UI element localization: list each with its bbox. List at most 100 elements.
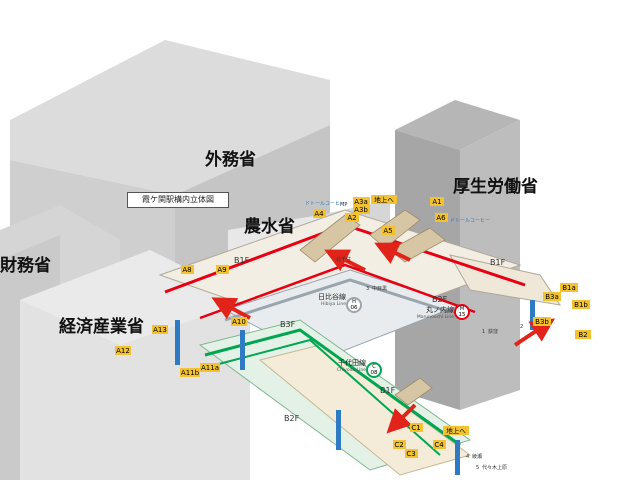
exit-c3[interactable]: C3 (405, 449, 418, 458)
svg-text:B1b: B1b (574, 301, 588, 309)
arrow-c-exit (386, 403, 417, 434)
hibiya-name: 日比谷線 (318, 292, 346, 301)
svg-text:15: 15 (459, 312, 466, 318)
exit-b3a[interactable]: B3a (543, 292, 561, 301)
building-kosei-top (395, 100, 520, 150)
exit-a12[interactable]: A12 (115, 346, 131, 355)
svg-text:A11b: A11b (181, 369, 200, 377)
line-names: 日比谷線 Hibiya Line 千代田線 Chiyoda Line 丸ノ内線 … (318, 292, 454, 373)
floor-b3f: B3F (280, 320, 296, 329)
mp-label: MP (340, 202, 347, 208)
svg-text:A11a: A11a (201, 364, 219, 372)
svg-text:B3b: B3b (535, 318, 549, 326)
exit-a3a[interactable]: A3a (353, 197, 370, 206)
exit-a6[interactable]: A6 (435, 213, 448, 222)
exit-a4[interactable]: A4 (313, 209, 326, 218)
exit-a13[interactable]: A13 (152, 325, 168, 334)
ministry-gaimusho: 外務省 (205, 149, 256, 170)
marunouchi-roman: Marunouchi Line (417, 314, 454, 320)
exit-a3b[interactable]: A3b (353, 205, 370, 214)
chiyoda-roman: Chiyoda Line (337, 367, 366, 373)
arrow-nosui (324, 249, 366, 272)
chiyoda-symbol: C 08 (366, 362, 382, 378)
exit-c2[interactable]: C2 (393, 440, 406, 449)
exit-a2[interactable]: A2 (345, 213, 359, 222)
elevator-shaft-1 (175, 320, 180, 365)
floor-b1f-bottom: B1F (380, 386, 396, 395)
exit-a11a[interactable]: A11a (200, 363, 220, 372)
marunouchi-name: 丸ノ内線 (426, 305, 454, 314)
svg-text:A1: A1 (432, 198, 441, 206)
ministry-nosui: 農水省 (244, 216, 295, 237)
svg-text:C: C (372, 364, 376, 370)
svg-text:B3a: B3a (545, 293, 559, 301)
street-up-badges: 地上へ 地上へ (371, 195, 469, 435)
hibiya-line (224, 278, 451, 322)
misc-labels: ドトールコーヒー ドトールコーヒー MP 荻窪 綾瀬 代々木上原 中目黒 北千住… (305, 201, 523, 471)
street-up-top[interactable]: 地上へ (371, 195, 397, 204)
platform-num-3: 3 (366, 286, 369, 292)
exit-a9[interactable]: A9 (216, 265, 229, 274)
svg-text:H: H (352, 299, 356, 305)
exit-a5[interactable]: A5 (382, 226, 395, 235)
svg-text:A12: A12 (116, 347, 130, 355)
svg-text:A4: A4 (314, 210, 324, 218)
platform-yoyogi: 代々木上原 (482, 464, 507, 471)
marunouchi-symbol: M 15 (454, 304, 470, 320)
elevator-shaft-4 (455, 440, 460, 475)
floor-b2f-bottom: B2F (284, 414, 300, 423)
svg-text:A5: A5 (383, 227, 392, 235)
svg-text:C2: C2 (394, 441, 403, 449)
elevator-shaft-2 (240, 330, 245, 370)
svg-text:A9: A9 (217, 266, 226, 274)
exit-b2[interactable]: B2 (575, 330, 591, 339)
elevator-shaft-5 (530, 300, 535, 330)
platform-nakameguro: 中目黒 (372, 285, 387, 292)
floor-b2f-right: B2F (432, 295, 448, 304)
platform-num-1: 1 (482, 329, 485, 335)
b1f-right-deck (449, 254, 562, 306)
svg-text:A8: A8 (182, 266, 191, 274)
street-up-bottom[interactable]: 地上へ (443, 426, 469, 435)
exit-b1a[interactable]: B1a (560, 283, 578, 292)
platform-ogikubo: 荻窪 (488, 328, 498, 335)
hibiya-symbol: H 06 (346, 297, 362, 313)
platform-num-5: 5 (476, 465, 479, 471)
svg-text:A13: A13 (153, 326, 167, 334)
svg-text:地上へ: 地上へ (446, 426, 466, 435)
doutor-label-1: ドトールコーヒー (305, 201, 345, 207)
arrow-b3 (513, 318, 555, 347)
svg-text:C4: C4 (434, 441, 444, 449)
svg-text:A2: A2 (347, 214, 356, 222)
platform-num-4: 4 (466, 454, 469, 460)
map-title: 霞ケ関駅構内立体図 (127, 192, 229, 208)
chiyoda-line (204, 328, 461, 447)
exit-c1[interactable]: C1 (410, 423, 423, 432)
exit-b3b[interactable]: B3b (533, 317, 551, 326)
svg-text:08: 08 (371, 370, 378, 376)
exit-a10[interactable]: A10 (231, 317, 247, 326)
svg-text:M: M (460, 306, 464, 312)
floor-labels: B1F B1F B1F B2F B2F B3F (234, 256, 506, 423)
exit-badges: A1 A2 A3a A3b A4 A5 A6 A8 A9 A10 A11a A1… (115, 197, 591, 458)
exit-a8[interactable]: A8 (181, 265, 194, 274)
exit-a1[interactable]: A1 (430, 197, 444, 206)
exit-c4[interactable]: C4 (433, 440, 446, 449)
ministry-names: 外務省 厚生労働省 農水省 財務省 経済産業省 (0, 149, 538, 337)
arrow-kosei (374, 242, 411, 265)
svg-text:A3a: A3a (354, 198, 368, 206)
route-arrows (211, 242, 555, 434)
svg-text:A10: A10 (232, 318, 246, 326)
svg-text:A3b: A3b (354, 206, 368, 214)
doutor-label-2: ドトールコーヒー (450, 218, 490, 224)
ministry-kosei: 厚生労働省 (453, 176, 538, 197)
chiyoda-name: 千代田線 (338, 358, 366, 367)
platform-kitasenju: 北千住 (336, 256, 351, 263)
exit-b1b[interactable]: B1b (572, 300, 590, 309)
svg-text:06: 06 (351, 305, 358, 311)
exit-a11b[interactable]: A11b (180, 368, 200, 377)
escalator-4 (394, 377, 433, 406)
floor-b1f-right: B1F (490, 258, 506, 267)
